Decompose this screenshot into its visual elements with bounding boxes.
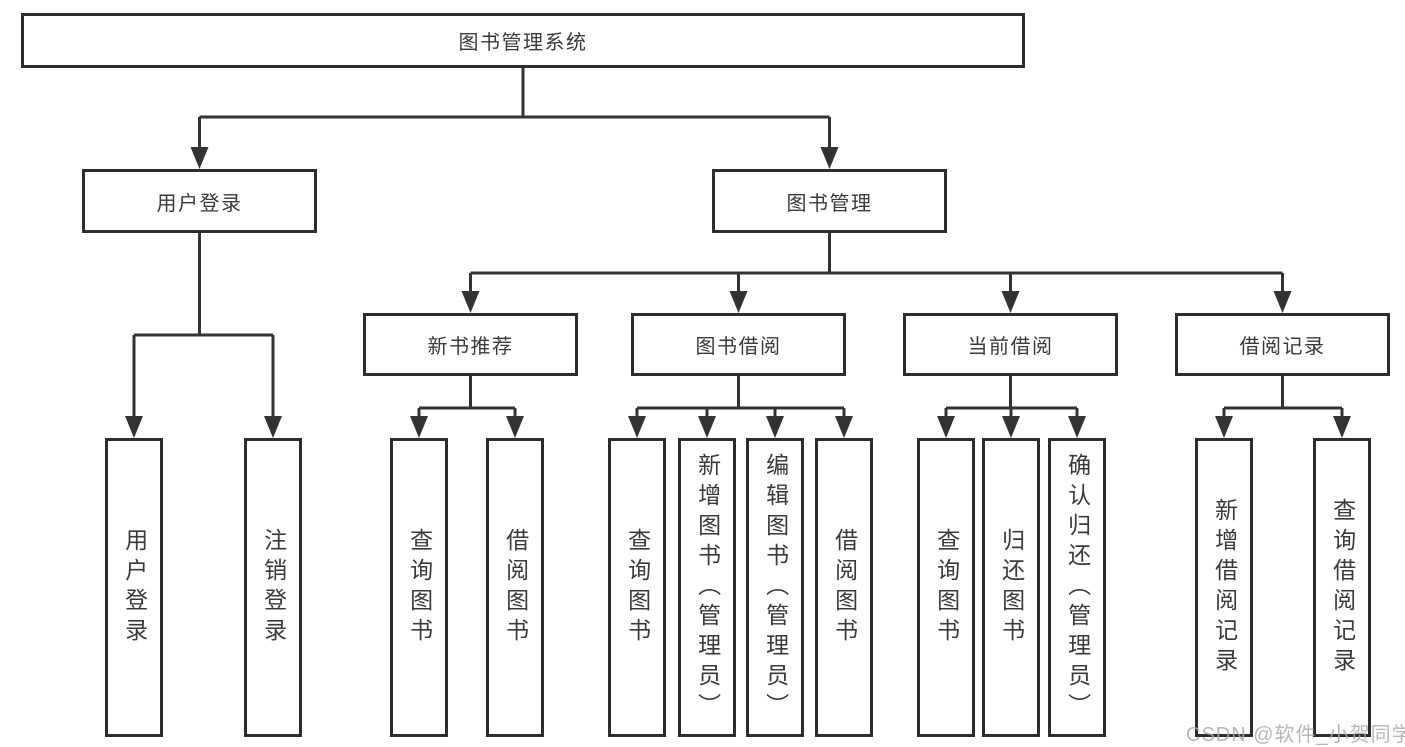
arrowhead-icon [937, 416, 955, 438]
arrowhead-icon [506, 416, 524, 438]
leaf-add-borrow-record: 新增借阅记录 [1195, 438, 1253, 737]
arrow-connector [937, 408, 955, 438]
arrowhead-icon [1001, 291, 1020, 313]
arrow-connector [1068, 408, 1086, 438]
arrow-connector [729, 273, 748, 313]
arrow-connector [766, 408, 784, 438]
arrow-connector [835, 408, 853, 438]
leaf-borrow-books: 借阅图书 [815, 438, 873, 737]
arrow-connector [190, 117, 209, 169]
node-borrow-records: 借阅记录 [1175, 313, 1390, 376]
leaf-return-books: 归还图书 [982, 438, 1040, 737]
arrowhead-icon [1068, 416, 1086, 438]
arrow-connector [1215, 408, 1233, 438]
arrowhead-icon [820, 147, 839, 169]
leaf-borrow-books-recommend: 借阅图书 [486, 438, 544, 737]
leaf-query-books-borrow: 查询图书 [608, 438, 666, 737]
node-book-borrow: 图书借阅 [631, 313, 846, 376]
arrow-connector [1333, 408, 1351, 438]
arrowhead-icon [125, 416, 143, 438]
leaf-query-books-current: 查询图书 [917, 438, 975, 737]
arrow-connector [1002, 408, 1020, 438]
leaf-add-books-admin: 新增图书（管理员） [678, 438, 736, 737]
leaf-confirm-return-admin: 确认归还（管理员） [1048, 438, 1106, 737]
leaf-query-books-recommend: 查询图书 [390, 438, 448, 737]
arrow-connector [820, 117, 839, 169]
arrowhead-icon [461, 291, 480, 313]
arrow-connector [698, 408, 716, 438]
arrow-connector [628, 408, 646, 438]
arrowhead-icon [1215, 416, 1233, 438]
arrowhead-icon [410, 416, 428, 438]
leaf-query-borrow-record: 查询借阅记录 [1313, 438, 1371, 737]
node-root: 图书管理系统 [21, 13, 1025, 68]
arrow-connector [264, 335, 282, 438]
node-current-borrow: 当前借阅 [903, 313, 1118, 376]
arrowhead-icon [1333, 416, 1351, 438]
arrowhead-icon [628, 416, 646, 438]
arrowhead-icon [729, 291, 748, 313]
arrow-connector [461, 273, 480, 313]
arrowhead-icon [835, 416, 853, 438]
leaf-user-login: 用户登录 [105, 438, 163, 737]
node-book-management: 图书管理 [712, 169, 947, 233]
csdn-watermark: CSDN @软件_小贺同学 [1186, 724, 1405, 746]
arrowhead-icon [264, 416, 282, 438]
arrow-connector [125, 335, 143, 438]
arrow-connector [410, 408, 428, 438]
leaf-edit-books-admin: 编辑图书（管理员） [746, 438, 804, 737]
arrow-connector [1273, 273, 1292, 313]
node-user-login: 用户登录 [82, 169, 317, 233]
arrow-connector [1001, 273, 1020, 313]
arrowhead-icon [190, 147, 209, 169]
arrowhead-icon [1273, 291, 1292, 313]
branch-lines [134, 68, 1342, 410]
arrowhead-icon [698, 416, 716, 438]
arrow-connector [506, 408, 524, 438]
node-new-book-recommend: 新书推荐 [363, 313, 578, 376]
leaf-logout: 注销登录 [244, 438, 302, 737]
arrowhead-icon [1002, 416, 1020, 438]
arrowhead-icon [766, 416, 784, 438]
